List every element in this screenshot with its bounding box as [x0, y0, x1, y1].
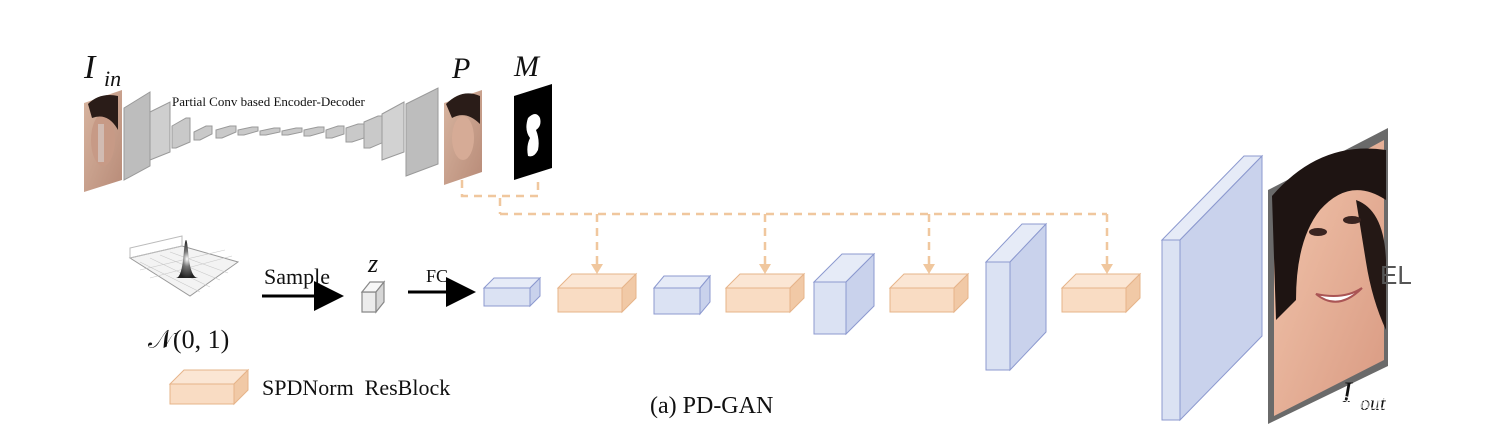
mask-image	[514, 84, 552, 180]
spdnorm-resblock-4	[1060, 272, 1142, 314]
blue-block-2	[652, 274, 712, 316]
spdnorm-resblock-3	[888, 272, 970, 314]
sample-label: Sample	[264, 264, 330, 289]
latent-z-label: z	[367, 249, 378, 278]
figure-caption: (a) PD-GAN	[650, 393, 773, 419]
prior-face-image	[444, 90, 482, 185]
spdnorm-resblock-2	[724, 272, 806, 314]
svg-text:EL: EL	[1380, 260, 1412, 290]
blue-block-3	[812, 252, 876, 336]
spdnorm-resblock-1	[556, 272, 638, 314]
connector-arrowheads	[591, 264, 1113, 274]
mask-label: M	[513, 50, 541, 83]
prior-label: P	[451, 52, 470, 85]
output-image-label: I	[1341, 376, 1354, 409]
input-image-subscript: in	[104, 66, 121, 91]
blue-block-1	[482, 276, 542, 308]
output-face-image: EL	[1268, 128, 1412, 424]
blue-block-4	[984, 222, 1048, 372]
encoder-decoder-blocks	[123, 87, 439, 181]
legend-spdnorm-swatch	[168, 368, 250, 406]
blue-block-5	[1160, 154, 1264, 422]
legend-spdnorm-label: SPDNorm ResBlock	[262, 375, 450, 400]
input-image-label: I	[83, 49, 97, 86]
noise-distribution-label: 𝒩(0, 1)	[148, 325, 229, 354]
input-face-image	[84, 90, 122, 192]
latent-cube-icon	[360, 280, 386, 314]
prior-mask-connectors	[460, 180, 1109, 266]
watermark: @稀土掘金技术社区	[1336, 393, 1489, 413]
fc-label: FC	[426, 266, 448, 286]
encoder-decoder-label: Partial Conv based Encoder-Decoder	[172, 94, 366, 109]
gaussian-surface-icon	[128, 235, 240, 297]
output-image-subscript: out	[1360, 393, 1386, 415]
